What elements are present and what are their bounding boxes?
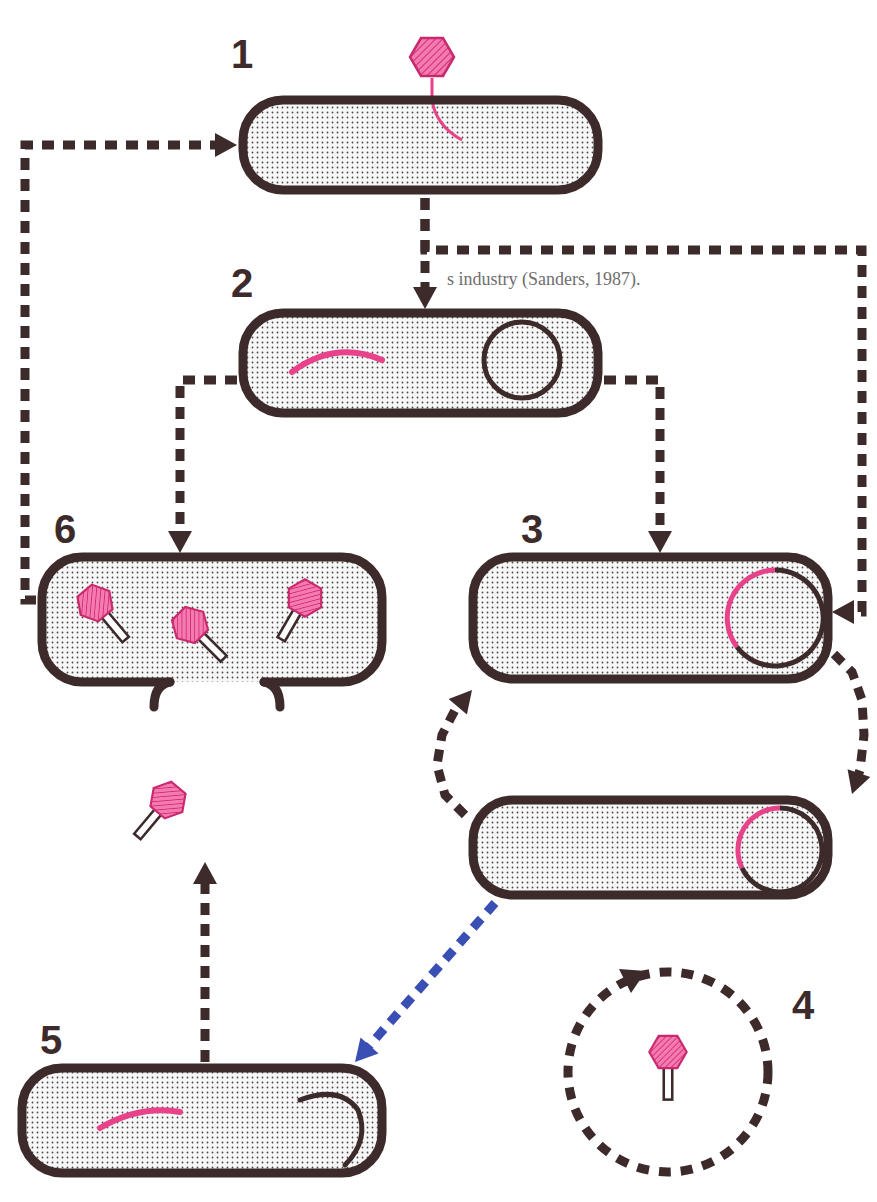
arrowhead [449, 690, 472, 715]
step-number: 6 [54, 509, 76, 549]
lysis-lip [264, 682, 280, 707]
dashed-arrow [355, 903, 495, 1062]
cell-wall [473, 800, 828, 895]
step-number: 1 [231, 34, 253, 74]
phage [649, 1036, 686, 1100]
dashed-arrow [193, 862, 217, 1062]
arrowhead [215, 133, 237, 157]
arrowhead [355, 1038, 379, 1062]
step-number: 5 [40, 1020, 62, 1060]
cell-wall [22, 1068, 382, 1173]
connector-line [437, 704, 465, 815]
cell-outline [473, 557, 828, 679]
dashed-arrow [834, 654, 870, 794]
step-number: 2 [231, 263, 253, 303]
phage-dna [292, 352, 382, 372]
cell-fill [473, 557, 828, 679]
bacterial-cell: 2 [243, 313, 598, 413]
arrowhead [648, 531, 672, 553]
cell-outline [473, 800, 828, 895]
connector-line [425, 198, 862, 612]
arrowhead [168, 531, 192, 553]
prophage [727, 570, 775, 647]
phage [123, 776, 193, 849]
cell-outline [22, 1068, 382, 1173]
dashed-arrow [168, 380, 237, 553]
cycle-arrowhead [619, 969, 646, 993]
cell-wall [243, 100, 598, 190]
arrowhead [832, 600, 854, 624]
lysis-lip [154, 682, 170, 707]
bacterial-cell [473, 800, 828, 895]
phage-dna [432, 78, 462, 140]
cell-fill [243, 100, 598, 190]
bacterial-cell: 5 [22, 1068, 382, 1173]
cell-outline [243, 100, 598, 190]
cell-fill [42, 557, 382, 682]
cycle-loop [568, 972, 768, 1172]
cell-fill [473, 800, 828, 895]
cell-fill [243, 313, 598, 413]
step-number: 3 [521, 509, 543, 549]
phage-dna [100, 1110, 180, 1128]
connector-line [25, 145, 219, 600]
bacterial-chromosome [484, 322, 560, 398]
connector-line [367, 903, 495, 1049]
dashed-arrow [437, 690, 472, 815]
bacterial-cell: 6 [42, 557, 382, 682]
cell-outline [243, 313, 598, 413]
bacterial-chromosome [742, 808, 822, 892]
phage [165, 600, 237, 672]
arrowhead [848, 769, 871, 794]
bacterial-cell: 3 [473, 557, 828, 679]
background-text: s industry (Sanders, 1987). [445, 268, 642, 290]
dashed-arrow [604, 380, 672, 553]
bacterial-chromosome [300, 1094, 362, 1165]
prophage [738, 808, 780, 868]
cell-wall [42, 557, 382, 682]
connector-line [180, 380, 237, 535]
arrowhead [413, 287, 437, 309]
phage-head [410, 38, 454, 76]
phage [265, 575, 329, 649]
bacterial-cell: 1 [243, 100, 598, 190]
cell-outline [42, 557, 382, 682]
connector-line [604, 380, 660, 535]
phage [70, 579, 140, 652]
connector-line [834, 654, 864, 777]
connector-line [201, 880, 210, 1062]
dashed-arrow [25, 133, 237, 600]
callout-number: 4 [792, 985, 814, 1025]
arrowhead [193, 862, 217, 884]
cell-wall [243, 313, 598, 413]
bacterial-chromosome [737, 570, 823, 666]
cell-wall [473, 557, 828, 679]
cell-fill [22, 1068, 382, 1173]
